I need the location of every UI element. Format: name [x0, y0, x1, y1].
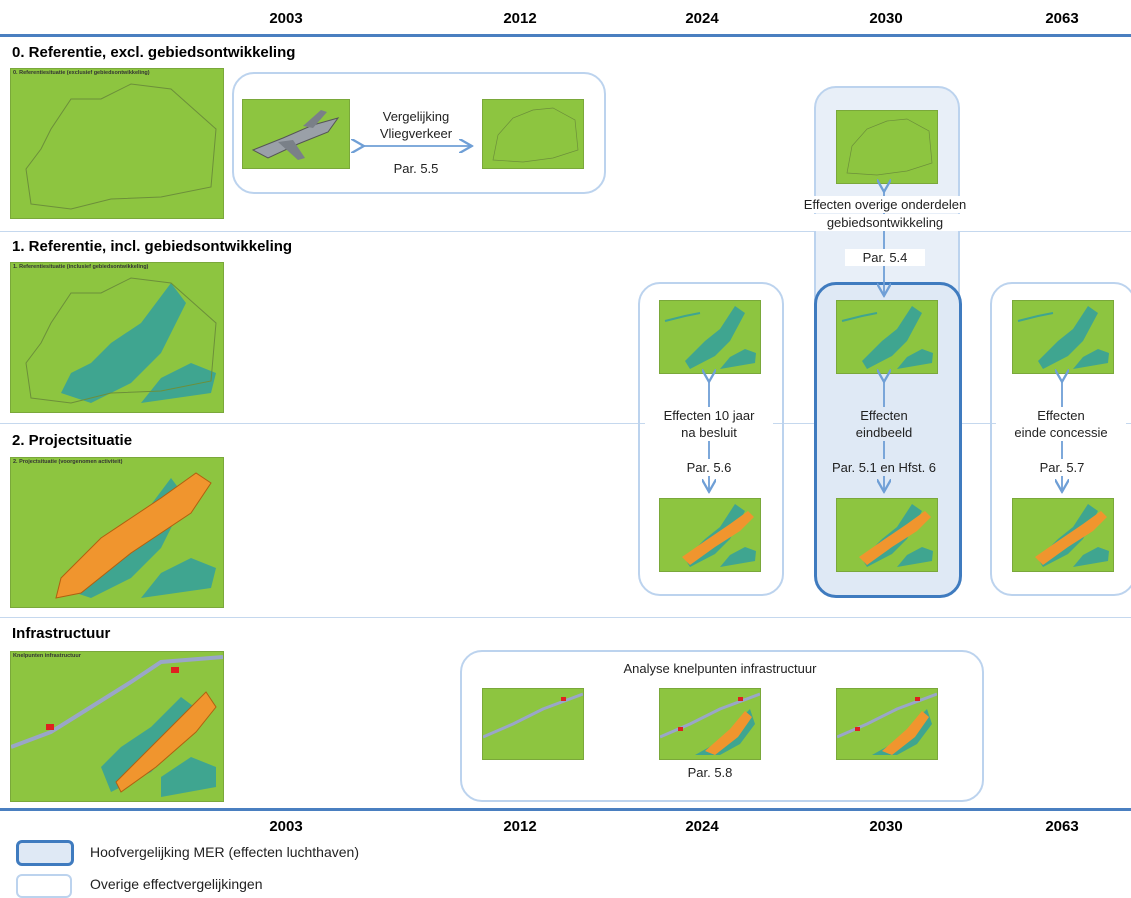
section-divider-2 — [0, 423, 1131, 424]
flight-title-line2: Vliegverkeer — [379, 126, 453, 141]
map-project-2030 — [836, 498, 938, 572]
end-state-paragraph: Par. 5.1 en Hfst. 6 — [822, 459, 946, 476]
concession-title-line2: einde concessie — [996, 424, 1126, 441]
year-2063-top: 2063 — [1045, 10, 1079, 27]
map-ref-incl-title: 1. Referentiesituatie (inclusief gebieds… — [13, 264, 149, 270]
year-2030-bottom: 2030 — [869, 818, 903, 835]
map-ref-excl-title: 0. Referentiesituatie (exclusief gebieds… — [13, 70, 150, 76]
bottom-divider — [0, 808, 1131, 811]
concession-comparison-box — [990, 282, 1131, 596]
section-title-ref-incl: 1. Referentie, incl. gebiedsontwikkeling — [12, 238, 293, 255]
flight-comparison-box — [232, 72, 606, 194]
overig-title-line2: gebiedsontwikkeling — [785, 214, 985, 231]
year-2024-top: 2024 — [685, 10, 719, 27]
map-infra-2030 — [836, 688, 938, 760]
overig-paragraph: Par. 5.4 — [845, 249, 925, 266]
year-2030-top: 2030 — [869, 10, 903, 27]
infra-analysis-paragraph: Par. 5.8 — [687, 765, 733, 780]
flight-paragraph: Par. 5.5 — [393, 161, 439, 176]
map-project-title: 2. Projectsituatie (voorgenomen activite… — [13, 459, 123, 465]
map-project-2024 — [659, 498, 761, 572]
year-2063-bottom: 2063 — [1045, 818, 1079, 835]
concession-paragraph: Par. 5.7 — [1024, 459, 1100, 476]
infra-analysis-box — [460, 650, 984, 802]
year-2003-bottom: 2003 — [269, 818, 303, 835]
map-infra-2012 — [482, 688, 584, 760]
map-ref-excl-large: 0. Referentiesituatie (exclusief gebieds… — [10, 68, 224, 219]
ten-years-title-line2: na besluit — [645, 424, 773, 441]
infra-analysis-title: Analyse knelpunten infrastructuur — [623, 661, 817, 676]
map-infra-large: Knelpunten infrastructuur — [10, 651, 224, 802]
legend-main-swatch — [16, 840, 74, 866]
end-state-title-line2: eindbeeld — [820, 424, 948, 441]
map-flight-2012 — [482, 99, 584, 169]
map-project-2063 — [1012, 498, 1114, 572]
year-2012-top: 2012 — [503, 10, 537, 27]
end-state-title: Effecten — [820, 407, 948, 424]
section-divider-1 — [0, 231, 1131, 232]
legend-other-swatch — [16, 874, 72, 898]
map-ref-incl-2030 — [836, 300, 938, 374]
ten-years-paragraph: Par. 5.6 — [670, 459, 748, 476]
map-ref-incl-2063 — [1012, 300, 1114, 374]
concession-title: Effecten — [996, 407, 1126, 424]
section-title-ref-excl: 0. Referentie, excl. gebiedsontwikkeling — [12, 44, 296, 61]
ten-years-title: Effecten 10 jaar — [645, 407, 773, 424]
year-2003-top: 2003 — [269, 10, 303, 27]
map-project-large: 2. Projectsituatie (voorgenomen activite… — [10, 457, 224, 608]
year-2024-bottom: 2024 — [685, 818, 719, 835]
section-divider-3 — [0, 617, 1131, 618]
year-2012-bottom: 2012 — [503, 818, 537, 835]
ten-years-comparison-box — [638, 282, 784, 596]
top-divider — [0, 34, 1131, 37]
overig-title: Effecten overige onderdelen — [785, 196, 985, 213]
legend-main-label: Hoofvergelijking MER (effecten luchthave… — [90, 844, 359, 860]
flight-title: Vergelijking — [382, 109, 450, 124]
map-flight-2003 — [242, 99, 350, 169]
map-ref-incl-large: 1. Referentiesituatie (inclusief gebieds… — [10, 262, 224, 413]
legend-other-label: Overige effectvergelijkingen — [90, 876, 263, 892]
section-title-infra: Infrastructuur — [12, 625, 111, 642]
map-overig-2030 — [836, 110, 938, 184]
section-title-project: 2. Projectsituatie — [12, 432, 133, 449]
map-infra-2024 — [659, 688, 761, 760]
map-infra-title: Knelpunten infrastructuur — [13, 653, 81, 659]
map-ref-incl-2024 — [659, 300, 761, 374]
